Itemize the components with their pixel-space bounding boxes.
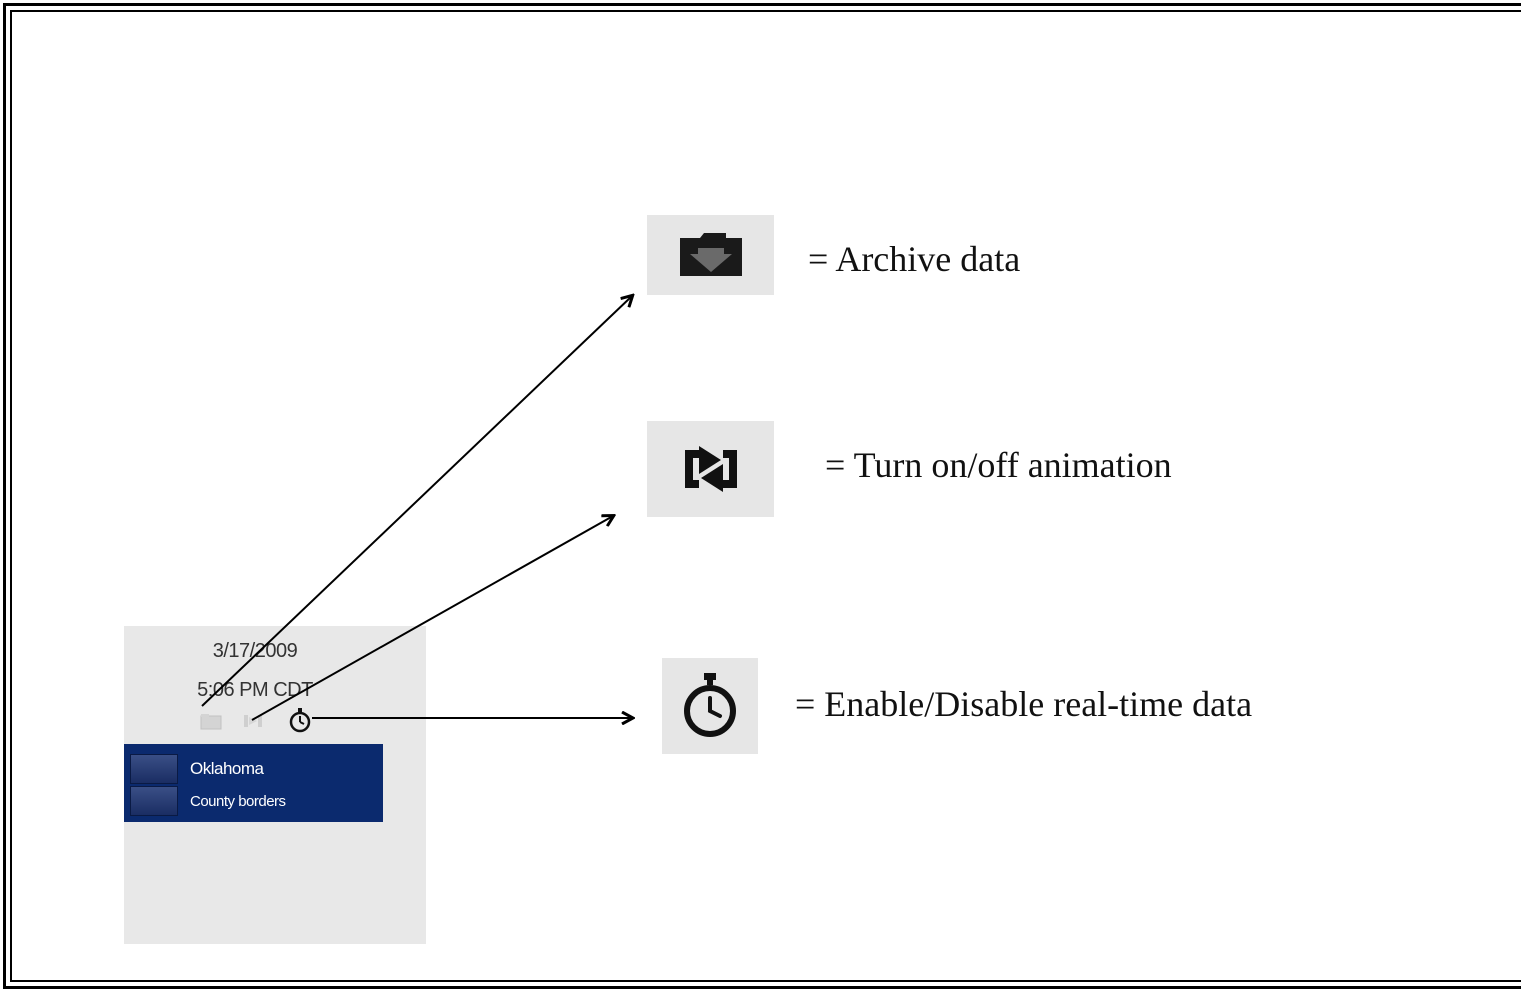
animation-icon-box [647,421,774,517]
realtime-description: = Enable/Disable real-time data [795,684,1253,724]
arrow-to-archive [201,296,632,707]
slide-outer-border [3,3,1521,989]
layer-item-county-borders[interactable]: County borders [130,784,377,818]
archive-description: = Archive data [808,239,1021,279]
panel-date: 3/17/2009 [212,640,298,662]
arrow-to-animation [251,516,613,721]
layer-label: County borders [190,792,286,810]
panel-time: 5:06 PM CDT [197,679,313,701]
stopwatch-icon-box [662,658,758,754]
layer-swatch [130,754,178,784]
archive-icon-box [647,215,774,295]
layer-list: Oklahoma County borders [124,744,383,822]
stopwatch-icon [684,673,736,737]
mini-stopwatch-icon[interactable] [288,706,312,739]
mini-archive-icon[interactable] [200,712,222,735]
animation-toggle-icon [684,446,737,492]
archive-folder-icon [679,233,742,276]
mini-animation-icon[interactable] [242,711,264,736]
animation-description: = Turn on/off animation [825,445,1172,485]
slide-inner-border [10,10,1521,982]
layer-item-oklahoma[interactable]: Oklahoma [130,752,377,786]
layer-label: Oklahoma [190,759,264,778]
layer-swatch [130,786,178,816]
